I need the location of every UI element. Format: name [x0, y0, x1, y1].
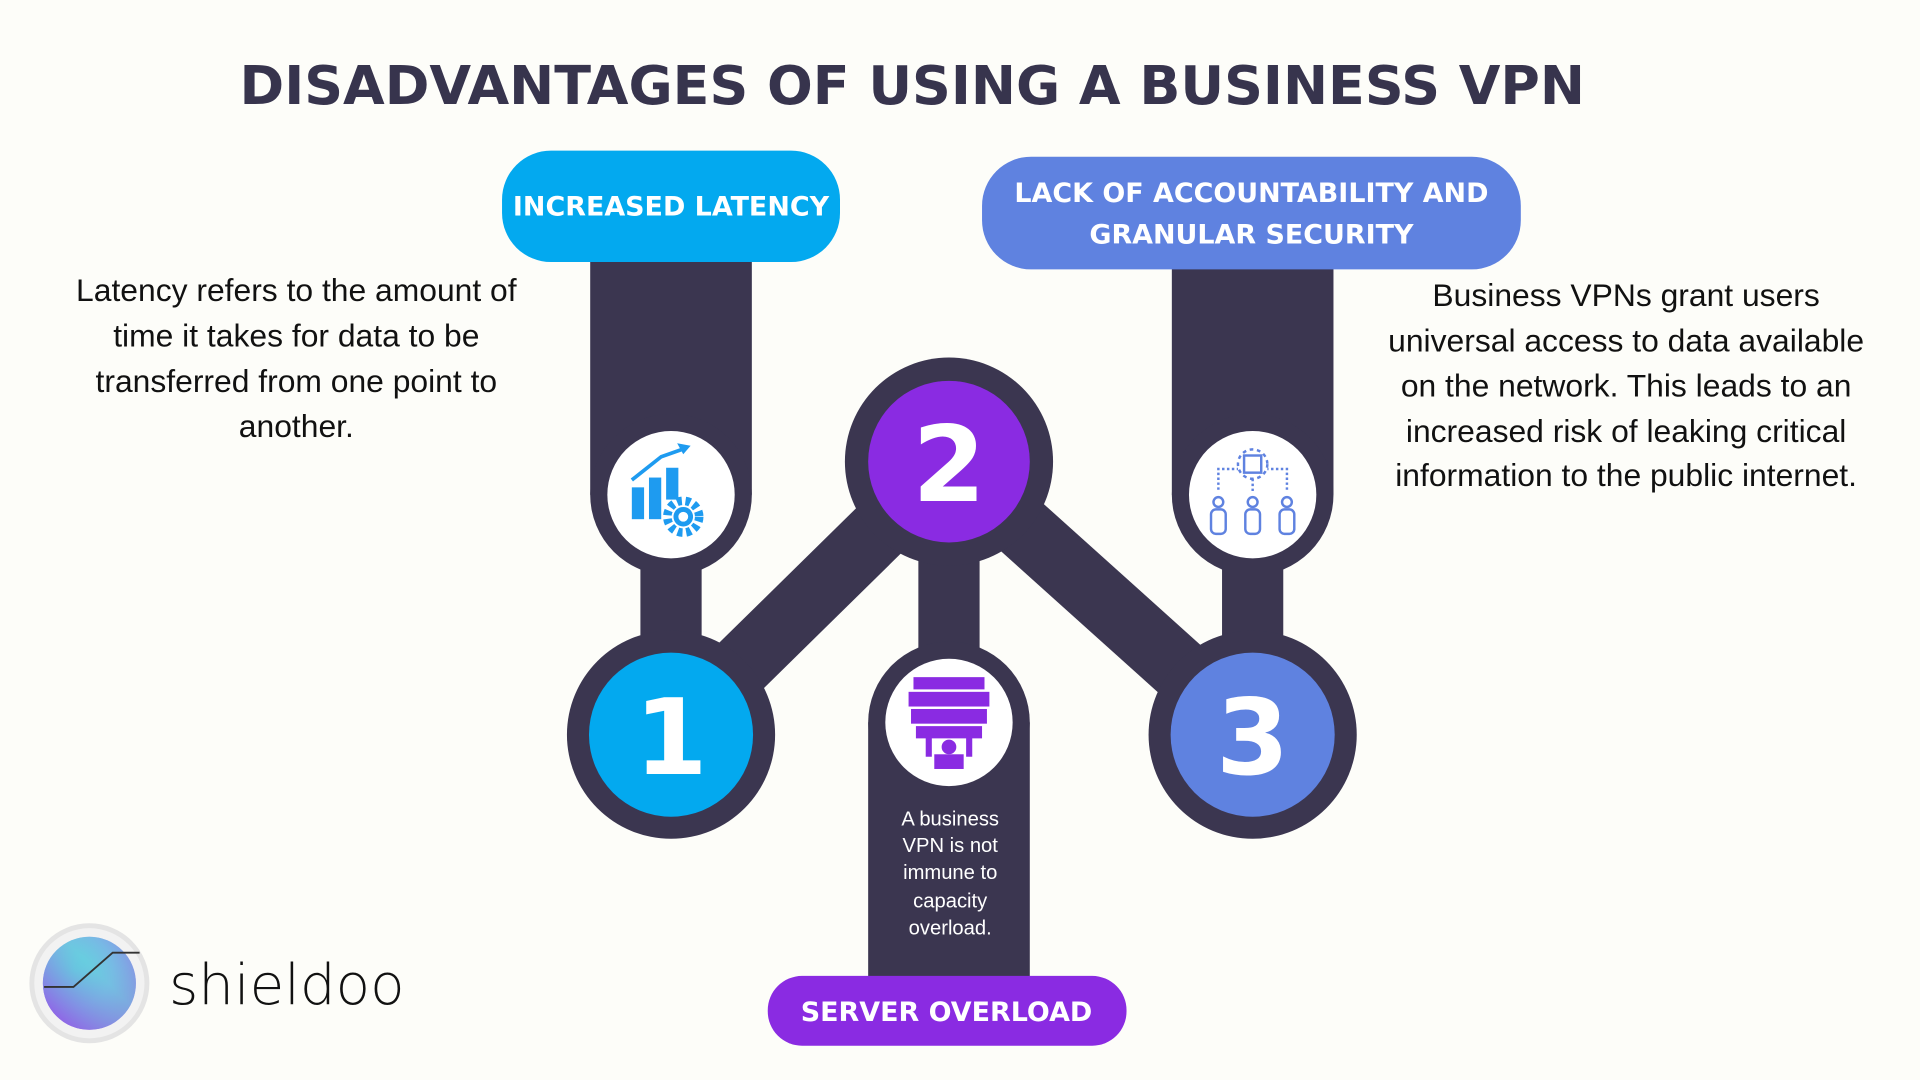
server-overload-description: A business VPN is not immune to capacity… [901, 808, 999, 939]
logo-text: shieldoo [169, 953, 405, 1018]
heading-lack-of-accountability: LACK OF ACCOUNTABILITY AND GRANULAR SECU… [982, 156, 1521, 270]
svg-text:time it takes for data to be: time it takes for data to be [113, 318, 479, 354]
heading-server-overload: SERVER OVERLOAD [767, 975, 1127, 1046]
accountability-description: Business VPNs grant users universal acce… [1388, 277, 1864, 493]
shieldoo-logo: shieldoo [29, 923, 405, 1044]
step-1-circle: 1 [588, 652, 754, 817]
svg-text:another.: another. [239, 408, 354, 444]
svg-text:transferred from one point to: transferred from one point to [96, 363, 498, 399]
svg-text:overload.: overload. [909, 917, 992, 939]
step-3-circle: 3 [1170, 652, 1335, 817]
heading-increased-latency: INCREASED LATENCY [502, 150, 840, 263]
svg-text:universal access to data avail: universal access to data available [1388, 322, 1864, 358]
overloaded-person-icon [885, 658, 1013, 787]
svg-text:immune to: immune to [903, 862, 997, 884]
svg-text:GRANULAR SECURITY: GRANULAR SECURITY [1089, 220, 1414, 251]
step-1-number: 1 [634, 676, 707, 799]
svg-text:information to the public inte: information to the public internet. [1395, 457, 1857, 493]
access-hierarchy-icon [1188, 431, 1317, 559]
svg-text:LACK OF ACCOUNTABILITY AND: LACK OF ACCOUNTABILITY AND [1014, 178, 1488, 209]
svg-text:Business VPNs grant users: Business VPNs grant users [1432, 277, 1819, 313]
page-title: DISADVANTAGES OF USING A BUSINESS VPN [240, 54, 1585, 117]
latency-description: Latency refers to the amount of time it … [76, 272, 517, 444]
svg-text:Latency refers to the amount o: Latency refers to the amount of [76, 272, 517, 308]
step-2-circle: 2 [868, 380, 1030, 543]
step-3-number: 3 [1216, 676, 1289, 799]
svg-text:INCREASED LATENCY: INCREASED LATENCY [513, 192, 830, 223]
svg-text:capacity: capacity [913, 890, 988, 912]
svg-text:SERVER OVERLOAD: SERVER OVERLOAD [801, 997, 1093, 1028]
step-2-number: 2 [912, 403, 985, 526]
svg-text:A business: A business [901, 808, 999, 830]
chart-gear-icon [607, 431, 735, 559]
svg-text:increased risk of leaking crit: increased risk of leaking critical [1406, 413, 1846, 449]
svg-text:on the network. This leads to: on the network. This leads to an [1401, 368, 1852, 404]
svg-text:VPN is not: VPN is not [903, 835, 999, 857]
